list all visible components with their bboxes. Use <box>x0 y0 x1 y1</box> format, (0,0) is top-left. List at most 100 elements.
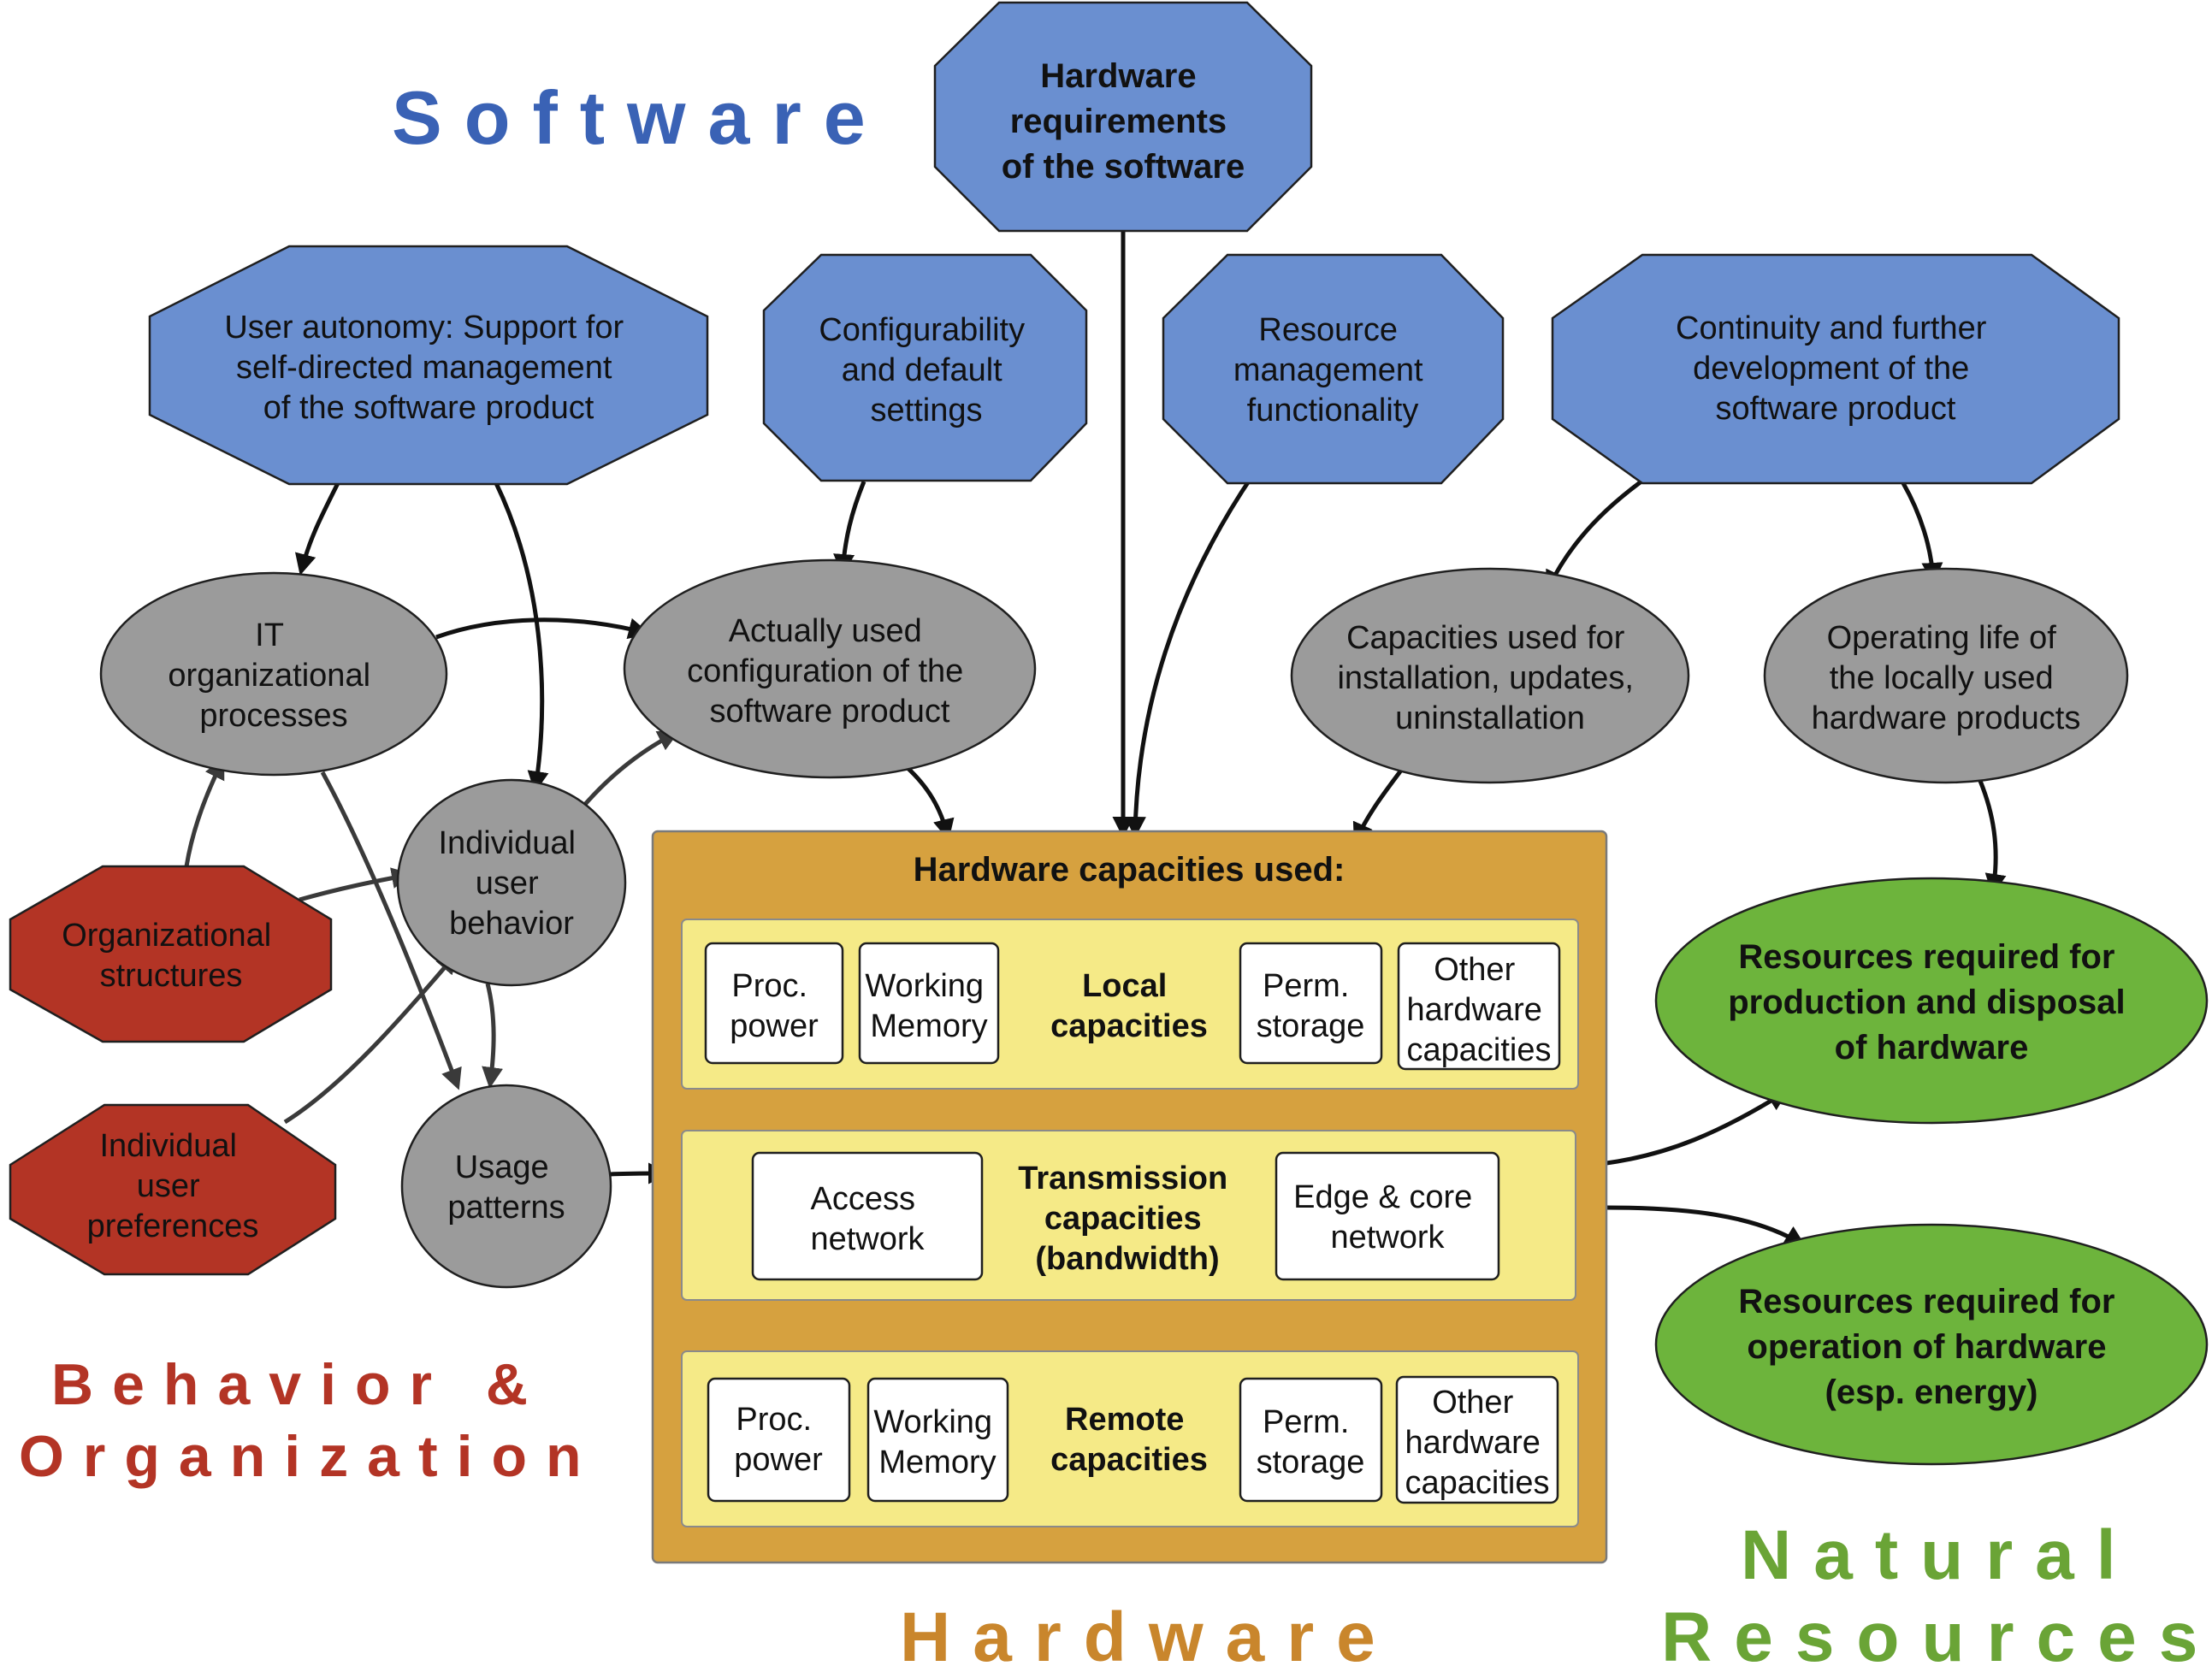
hardware-capacities-box: Hardware capacities used: Proc. power Wo… <box>651 830 1608 1564</box>
arrow-autonomy-to-itprocesses <box>295 481 340 576</box>
remote-other-line3: capacities <box>1405 1465 1550 1501</box>
remote-working-memory-cell <box>866 1377 1009 1503</box>
actual-config-line1: Actually used <box>729 613 922 649</box>
continuity-node: Continuity and further development of th… <box>1551 253 2120 485</box>
local-capacities-line1: Local <box>1082 968 1167 1004</box>
hw-requirements-line1: Hardware <box>1040 57 1196 95</box>
user-preferences-line2: user <box>137 1168 200 1204</box>
individual-behavior-line2: user <box>476 865 539 901</box>
local-storage-line1: Perm. <box>1263 968 1349 1004</box>
svg-text:Operating life of the lo: Operating life of the locally used hardw… <box>1812 620 2081 736</box>
access-network-line2: network <box>810 1221 925 1257</box>
svg-text:Usage patterns: Usage patterns <box>447 1149 565 1226</box>
operating-life-line3: hardware products <box>1812 700 2081 736</box>
resource-mgmt-line3: functionality <box>1247 393 1419 428</box>
resources-production-line1: Resources required for <box>1738 938 2114 976</box>
arrow-itprocesses-to-actualconfig <box>435 617 650 640</box>
continuity-line3: software product <box>1716 391 1956 427</box>
local-capacities-line2: capacities <box>1050 1008 1208 1044</box>
edge-core-line2: network <box>1330 1220 1445 1255</box>
remote-memory-line1: Working <box>873 1404 992 1440</box>
hw-requirements-node: Hardware requirements of the software <box>933 1 1313 233</box>
local-memory-line1: Working <box>865 968 984 1004</box>
remote-other-line1: Other <box>1432 1385 1513 1421</box>
arrow-continuity-to-operatinglife <box>1901 481 1943 584</box>
resource-mgmt-line1: Resource <box>1258 312 1398 348</box>
svg-text:Organizational structure: Organizational structures <box>62 918 281 994</box>
local-proc-line2: power <box>730 1008 819 1044</box>
arrow-operatinglife-to-production <box>1978 780 2007 895</box>
it-processes-node: IT organizational processes <box>99 571 448 777</box>
svg-text:Configurability and defa: Configurability and default settings <box>819 312 1033 428</box>
it-processes-line2: organizational <box>168 658 370 694</box>
user-preferences-line3: preferences <box>87 1208 259 1244</box>
local-perm-storage-cell <box>1239 942 1383 1065</box>
it-processes-line1: IT <box>255 617 284 653</box>
area-label-hardware: Hardware <box>900 1598 1398 1666</box>
remote-other-hardware-cell <box>1395 1375 1559 1504</box>
local-storage-line2: storage <box>1257 1008 1365 1044</box>
svg-text:Working Memory: Working Memory <box>873 1404 1001 1480</box>
svg-text:Actually used configurat: Actually used configuration of the softw… <box>687 613 973 730</box>
remote-capacities-line2: capacities <box>1050 1442 1208 1478</box>
connectors <box>184 231 2007 1247</box>
access-network-line1: Access <box>810 1181 914 1217</box>
svg-text:Proc. power: Proc. power <box>730 968 819 1044</box>
resources-operation-line3: (esp. energy) <box>1825 1374 2038 1411</box>
remote-capacities-band: Proc. power Working Memory Remote capaci… <box>681 1350 1579 1527</box>
actual-config-line3: software product <box>710 694 950 730</box>
transmission-line2: capacities <box>1044 1201 1202 1237</box>
arrow-behavior-to-usagepatterns <box>482 983 504 1089</box>
usage-patterns-line1: Usage <box>455 1149 549 1185</box>
svg-text:Individual user pr: Individual user preferences <box>87 1128 259 1244</box>
arrow-itprocesses-to-usagepatterns <box>320 771 462 1090</box>
local-other-hardware-cell <box>1397 942 1561 1071</box>
resources-operation-node: Resources required for operation of hard… <box>1654 1223 2209 1466</box>
configurability-line2: and default <box>842 352 1002 388</box>
continuity-line2: development of the <box>1693 351 1969 387</box>
resources-operation-line1: Resources required for <box>1738 1283 2114 1320</box>
resources-production-line3: of hardware <box>1835 1029 2029 1066</box>
svg-text:User autonomy: Support for: User autonomy: Support for self-directed… <box>224 310 632 426</box>
user-autonomy-line3: of the software product <box>263 390 594 426</box>
remote-proc-power-cell <box>707 1377 851 1503</box>
arrow-behavior-to-actualconfig <box>580 730 680 810</box>
arrow-actualconfig-to-hardware <box>905 765 955 841</box>
resource-mgmt-node: Resource management functionality <box>1162 253 1505 485</box>
configurability-node: Configurability and default settings <box>762 253 1088 482</box>
svg-text:Transmission capacitie: Transmission capacities (bandwidth) <box>1018 1161 1237 1277</box>
svg-text:Resources required for o: Resources required for operation of hard… <box>1738 1283 2124 1411</box>
local-capacities-band: Proc. power Working Memory Local capacit… <box>681 919 1579 1090</box>
remote-proc-line1: Proc. <box>736 1402 812 1438</box>
remote-capacities-line1: Remote <box>1065 1402 1184 1438</box>
svg-text:Capacities used for inst: Capacities used for installation, update… <box>1337 620 1642 736</box>
area-label-organization: Organization <box>19 1424 600 1489</box>
local-other-line2: hardware <box>1407 992 1542 1028</box>
individual-behavior-line1: Individual <box>438 825 576 861</box>
local-other-line1: Other <box>1434 952 1515 988</box>
hw-requirements-line3: of the software <box>1002 148 1245 186</box>
remote-storage-line2: storage <box>1257 1444 1365 1480</box>
transmission-line1: Transmission <box>1018 1161 1227 1196</box>
arrow-hardware-to-production <box>1606 1090 1789 1166</box>
user-preferences-node: Individual user preferences <box>9 1103 337 1276</box>
transmission-line3: (bandwidth) <box>1035 1241 1219 1277</box>
area-label-software: Software <box>392 75 888 160</box>
local-other-line3: capacities <box>1407 1032 1552 1068</box>
remote-perm-storage-cell <box>1239 1377 1383 1503</box>
svg-text:Other hardware: Other hardware capacities <box>1405 1385 1550 1501</box>
remote-memory-line2: Memory <box>878 1444 996 1480</box>
actual-config-line2: configuration of the <box>687 653 963 689</box>
arrow-preferences-to-behavior <box>283 952 458 1125</box>
capacities-install-line3: uninstallation <box>1395 700 1585 736</box>
arrow-config-to-actualconfig <box>833 481 866 576</box>
svg-text:Local capacities: Local capacities <box>1050 968 1208 1044</box>
hardware-capacities-title: Hardware capacities used: <box>914 851 1346 889</box>
org-structures-line1: Organizational <box>62 918 271 954</box>
it-processes-line3: processes <box>199 698 347 734</box>
arrow-resourcemgmt-to-hardware <box>1124 473 1256 838</box>
svg-text:Access network: Access network <box>810 1181 925 1257</box>
edge-core-network-cell <box>1275 1151 1500 1281</box>
svg-text:Remote capacities: Remote capacities <box>1050 1402 1208 1478</box>
arrow-hardware-to-operation <box>1606 1205 1807 1247</box>
